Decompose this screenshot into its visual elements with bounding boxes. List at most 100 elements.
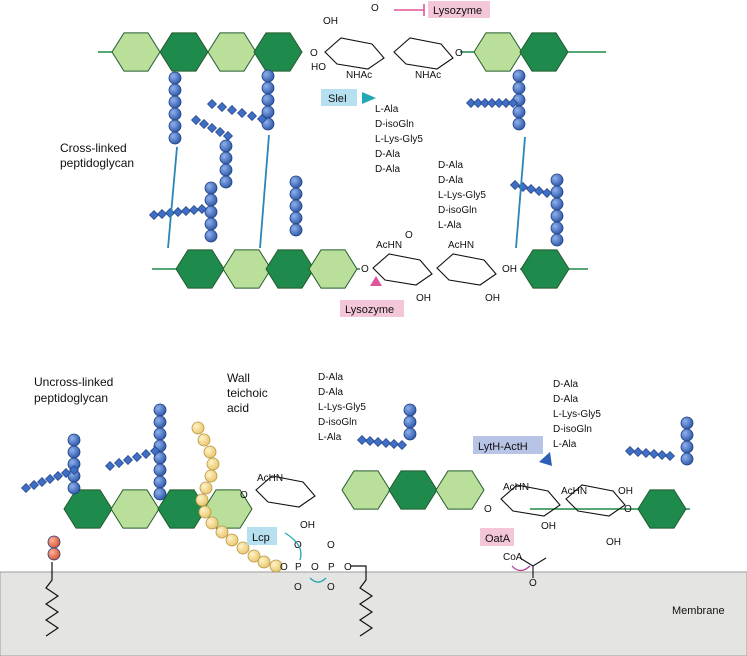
chem-o-bot-1: O <box>240 490 248 501</box>
chem-oh-top: OH <box>323 16 338 27</box>
teichoic-acid-bead <box>198 505 212 519</box>
glycine-bead <box>67 481 81 495</box>
glycine-diamond <box>141 449 151 459</box>
glycine-bead <box>289 187 303 201</box>
glycine-diamond <box>657 450 667 460</box>
glycine-bead <box>67 445 81 459</box>
teichoic-acid-bead <box>215 525 229 539</box>
murnac-hexagon <box>253 32 303 72</box>
glycine-diamond <box>197 204 207 214</box>
glycine-diamond <box>149 210 159 220</box>
lyth-box <box>473 436 543 454</box>
glycine-bead <box>153 475 167 489</box>
enzyme-labels: Lysozyme SleI Lysozyme Lcp OatA LytH-Act… <box>247 1 552 583</box>
chem-oh-mid-2: OH <box>485 293 500 304</box>
phos-o-6: O <box>294 582 302 593</box>
slei-box <box>321 89 357 106</box>
mid-stem-residue: L-Lys-Gly5 <box>438 190 486 201</box>
glycine-bead <box>289 199 303 213</box>
phos-o-7: O <box>327 582 335 593</box>
top-stem-residue: L-Lys-Gly5 <box>375 134 423 145</box>
membrane <box>0 571 747 656</box>
teichoic-acid-bead <box>269 559 283 573</box>
chem-ho-top: HO <box>311 62 326 73</box>
teichoic-acid-bead <box>206 457 220 471</box>
glycine-bead <box>512 117 526 131</box>
glycine-diamond <box>223 131 233 141</box>
glycine-diamond <box>191 115 201 125</box>
glycine-diamond <box>69 465 79 475</box>
glycine-bead <box>550 173 564 187</box>
glycine-bead <box>153 427 167 441</box>
glycine-bead <box>550 221 564 235</box>
glycine-bead <box>168 83 182 97</box>
glycine-diamond <box>29 480 39 490</box>
glcnac-hexagon <box>110 489 160 529</box>
wta-label-1: Wall <box>227 371 250 385</box>
glycine-bead <box>550 185 564 199</box>
glycine-bead <box>219 175 233 189</box>
ring-top-right <box>393 37 454 70</box>
glycine-bead <box>153 403 167 417</box>
glycine-bead <box>550 197 564 211</box>
glycine-bead <box>512 81 526 95</box>
chem-oh-bot-2: OH <box>618 486 633 497</box>
glcnac-hexagon <box>341 470 391 510</box>
glycine-bead <box>204 229 218 243</box>
glycine-diamond <box>526 184 536 194</box>
glycine-diamond <box>53 471 63 481</box>
glycine-diamond <box>45 474 55 484</box>
bot-stem-2-residue: L-Lys-Gly5 <box>553 409 601 420</box>
glycine-bead <box>289 223 303 237</box>
glycine-diamond <box>357 435 367 445</box>
ring-bot-left-3 <box>565 484 626 517</box>
ring-mid-right <box>436 253 497 286</box>
glycine-diamond <box>217 102 227 112</box>
top-stem-residue: D-Ala <box>375 149 400 160</box>
mid-stem-residue: L-Ala <box>438 220 462 231</box>
glycine-diamond <box>21 483 31 493</box>
teichoic-acid-bead <box>203 445 217 459</box>
bot-stem-1-residue: L-Lys-Gly5 <box>318 402 366 413</box>
glycine-bead <box>204 193 218 207</box>
teichoic-acid-bead <box>205 516 219 530</box>
glycine-bead <box>219 151 233 165</box>
glycine-diamond <box>542 188 552 198</box>
glycine-bead <box>168 71 182 85</box>
bot-stem-1-residue: D-Ala <box>318 372 343 383</box>
glycine-diamond <box>247 111 257 121</box>
teichoic-acid-bead <box>191 421 205 435</box>
teichoic-acid-bead <box>236 541 250 555</box>
cross-linked-label-2: peptidoglycan <box>60 156 134 170</box>
ring-mid-left <box>372 253 433 286</box>
chem-o-link-1: O <box>310 48 318 59</box>
sugar-rings <box>255 37 626 517</box>
glycine-diamond <box>257 114 267 124</box>
murnac-hexagon <box>637 489 687 529</box>
glycine-bead <box>289 175 303 189</box>
chem-oh-mid-1: OH <box>416 293 431 304</box>
wta-label-3: acid <box>227 401 249 415</box>
glycine-diamond <box>132 452 142 462</box>
chem-o-top: O <box>371 3 379 14</box>
section-labels: Cross-linked peptidoglycan Uncross-linke… <box>34 141 268 415</box>
cross-linked-label-1: Cross-linked <box>60 141 127 155</box>
glycan-hexagons <box>63 32 687 529</box>
glycine-diamond <box>466 98 476 108</box>
cross-link-lines <box>167 134 526 249</box>
glycine-diamond <box>473 98 483 108</box>
glycine-diamond <box>641 448 651 458</box>
glycine-bead <box>204 205 218 219</box>
teichoic-acid-bead <box>195 493 209 507</box>
ring-bot-left-2 <box>500 484 561 517</box>
glycine-bead <box>168 119 182 133</box>
glycine-diamond <box>365 436 375 446</box>
glycine-diamond <box>207 123 217 133</box>
glycine-diamond <box>480 98 490 108</box>
glycine-diamond <box>510 180 520 190</box>
oata-box <box>480 528 514 546</box>
glcnac-hexagon <box>111 32 161 72</box>
chem-achn-mid-1: AcHN <box>376 240 402 251</box>
